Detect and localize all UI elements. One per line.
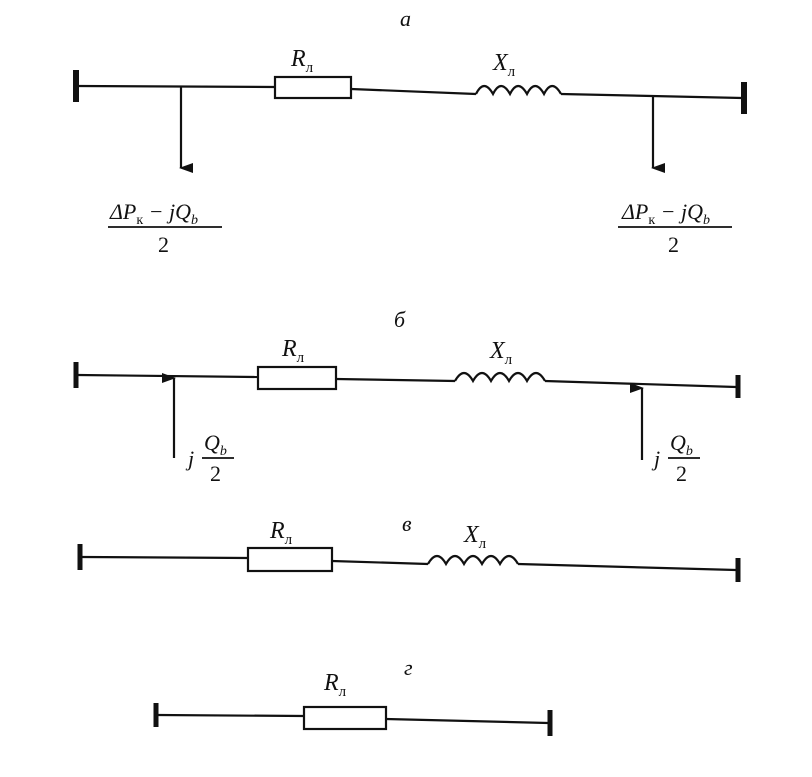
panel-d-letter: г [404, 655, 413, 680]
panel-a-load-left-fraction: ΔPк − jQb 2 [108, 199, 222, 257]
panel-a-load-right-fraction: ΔPк − jQb 2 [618, 199, 732, 257]
panel-b: б Rл Xл j Qb 2 j Qb [73, 307, 741, 486]
panel-d-r-label: Rл [323, 670, 347, 700]
panel-a-r-label: Rл [290, 46, 314, 76]
panel-b-resistor [256, 365, 338, 391]
panel-c-wire-mid [331, 559, 429, 566]
panel-a-load-right-denominator: 2 [668, 232, 679, 257]
panel-b-inj-right-j: j [651, 446, 660, 471]
panel-a-letter: а [400, 6, 411, 31]
panel-d-wire-left [157, 713, 305, 718]
panel-c-inductor [427, 554, 519, 567]
panel-c-wire-left [81, 555, 249, 560]
panel-d: г Rл [153, 655, 553, 736]
panel-a-inductor [475, 84, 562, 97]
panel-a-load-right-numerator: ΔPк − jQb [621, 199, 710, 228]
panel-b-inj-left-denominator: 2 [210, 461, 221, 486]
panel-a-x-label: Xл [492, 50, 516, 80]
panel-a-resistor [273, 75, 353, 100]
panel-b-inj-left-j: j [185, 446, 194, 471]
panel-c: в Rл Xл [77, 511, 741, 582]
panel-b-letter: б [394, 307, 406, 332]
panel-b-inj-left-numerator: Qb [204, 430, 227, 459]
panel-c-x-label: Xл [463, 522, 487, 552]
panel-d-wire-right [385, 717, 549, 725]
panel-b-inj-right-numerator: Qb [670, 430, 693, 459]
panel-d-resistor [302, 705, 388, 731]
panel-a-wire-left [77, 84, 276, 89]
panel-b-inj-left-label: j Qb 2 [185, 430, 234, 486]
panel-b-inj-right-label: j Qb 2 [651, 430, 700, 486]
panel-b-inj-right-denominator: 2 [676, 461, 687, 486]
panel-b-r-label: Rл [281, 336, 305, 366]
panel-a-load-left-numerator: ΔPк − jQb [109, 199, 198, 228]
panel-a: а Rл Xл ΔPк − jQb 2 [73, 6, 747, 257]
panel-a-wire-right [560, 92, 743, 100]
panel-b-x-label: Xл [489, 338, 513, 368]
panel-a-load-left-denominator: 2 [158, 232, 169, 257]
panel-b-inductor [454, 371, 546, 384]
panel-b-wire-mid [335, 377, 456, 383]
panel-c-r-label: Rл [269, 518, 293, 548]
panel-b-wire-right [544, 379, 737, 389]
panel-c-resistor [246, 546, 334, 573]
panel-c-letter: в [402, 511, 412, 536]
panel-b-wire-left [77, 373, 259, 379]
panel-c-wire-right [517, 562, 737, 572]
panel-a-wire-mid [350, 87, 477, 96]
